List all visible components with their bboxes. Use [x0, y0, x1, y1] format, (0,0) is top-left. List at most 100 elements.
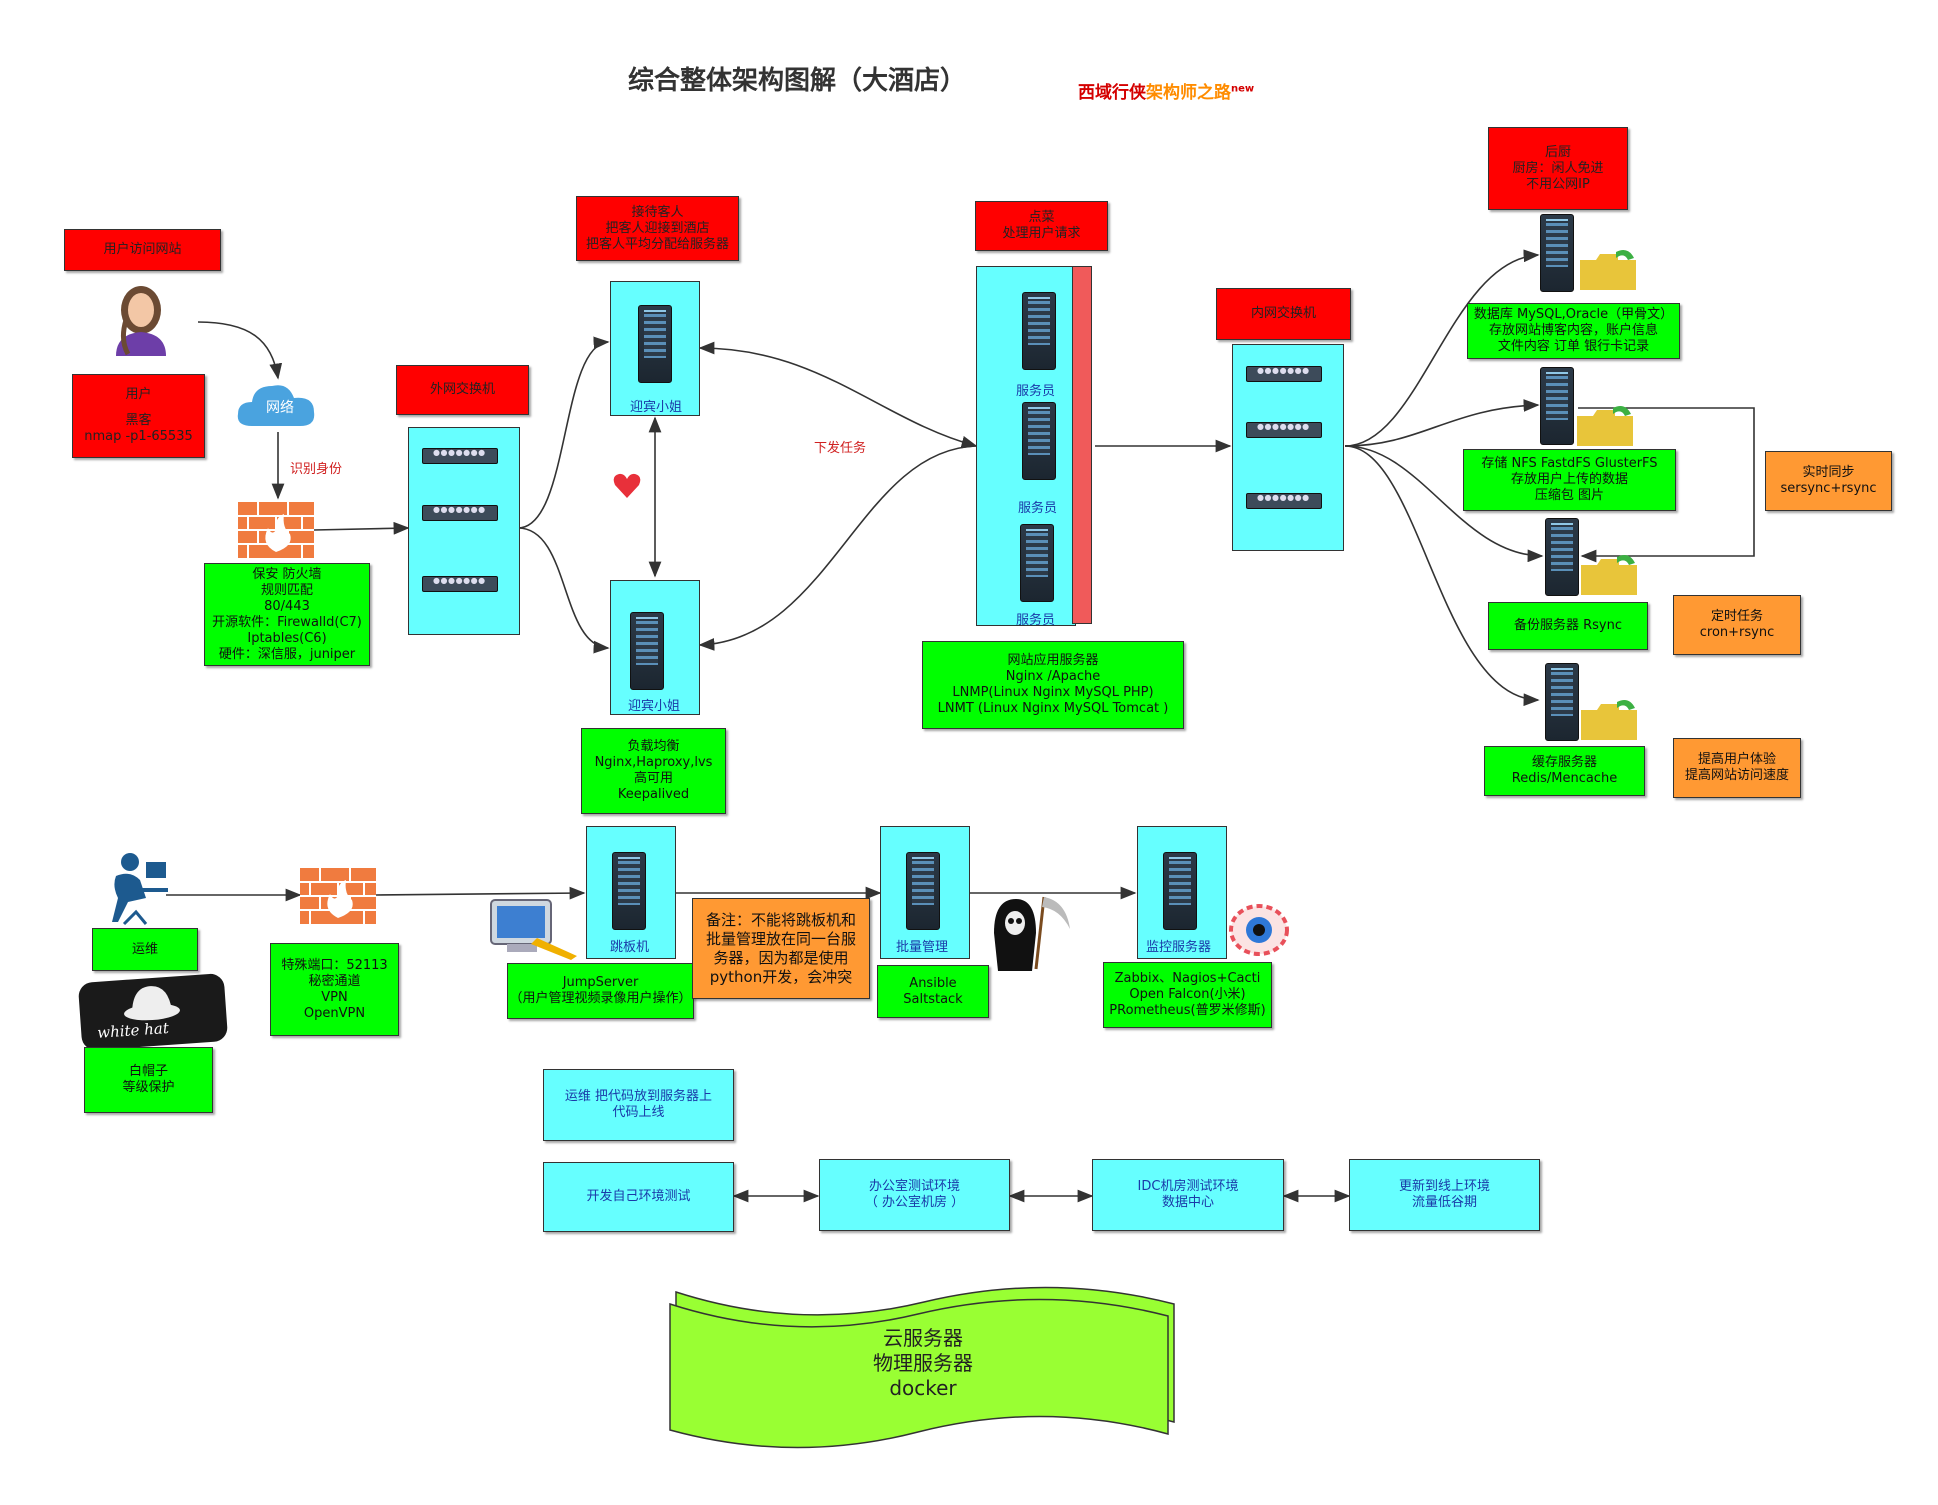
- web-line-1: 网站应用服务器: [1007, 653, 1099, 668]
- int-switch-label-box: 内网交换机: [1216, 288, 1351, 340]
- lb-line-4: Keepalived: [617, 787, 690, 802]
- firewall-icon: [300, 868, 376, 924]
- brand-part1: 西域行侠: [1078, 83, 1146, 103]
- int-switch-text: 内网交换机: [1250, 306, 1316, 321]
- speed-box: 提高用户体验 提高网站访问速度: [1673, 738, 1801, 798]
- jump-line-2: （用户管理视频录像用户操作）: [509, 991, 692, 1006]
- waiter-label-3: 服务员: [1016, 613, 1056, 628]
- reception-line-3: 把客人平均分配给服务器: [585, 236, 729, 252]
- fw-line-1: 保安 防火墙: [252, 566, 322, 582]
- whitehat-text: white hat: [96, 1018, 170, 1042]
- user-visit-text: 用户访问网站: [103, 242, 182, 257]
- whitehat-line-2: 等级保护: [122, 1080, 175, 1095]
- cache-line-1: 缓存服务器: [1531, 755, 1597, 770]
- dispatch-label: 下发任务: [814, 441, 867, 456]
- user-line-3: 黑客: [125, 413, 152, 428]
- deploy-line-1: 运维 把代码放到服务器上: [564, 1089, 713, 1104]
- web-box: 网站应用服务器 Nginx /Apache LNMP(Linux Nginx M…: [922, 641, 1184, 729]
- env-prod-line-1: 更新到线上环境: [1398, 1179, 1490, 1194]
- env-idc-box: IDC机房测试环境 数据中心: [1092, 1159, 1284, 1231]
- server-icon: [1545, 518, 1579, 596]
- vpn-line-1: 特殊端口：52113: [281, 957, 388, 973]
- brand-sup: new: [1231, 83, 1255, 95]
- cache-line-2: Redis/Mencache: [1511, 771, 1618, 786]
- note-line-1: 备注：不能将跳板机和: [705, 910, 856, 929]
- greeter-top-label: 迎宾小姐: [630, 400, 683, 415]
- server-icon: [1540, 214, 1574, 292]
- ext-switch-label-box: 外网交换机: [396, 365, 529, 415]
- cloud-banner-shape: [669, 1286, 1175, 1449]
- realtime-line-1: 实时同步: [1802, 465, 1855, 480]
- user-line-4: nmap -p1-65535: [84, 429, 193, 444]
- server-icon: [1020, 524, 1054, 602]
- order-line-2: 处理用户请求: [1002, 226, 1081, 241]
- note-box: 备注：不能将跳板机和 批量管理放在同一台服 务器，因为都是使用 python开发…: [692, 898, 870, 999]
- switch-icon: [422, 448, 498, 464]
- whitehat-box: 白帽子 等级保护: [84, 1047, 213, 1113]
- realtime-box: 实时同步 sersync+rsync: [1765, 451, 1892, 511]
- db-line-3: 文件内容 订单 银行卡记录: [1497, 339, 1650, 354]
- order-line-1: 点菜: [1028, 210, 1055, 225]
- whitehat-logo: white hat: [77, 972, 229, 1052]
- server-icon: [1022, 292, 1056, 370]
- server-icon: [630, 612, 664, 690]
- env-dev-text: 开发自己环境测试: [586, 1189, 691, 1204]
- cloud-line-1: 云服务器: [883, 1326, 963, 1350]
- ops-text: 运维: [131, 941, 158, 957]
- firewall-box: 保安 防火墙 规则匹配 80/443 开源软件：Firewalld(C7) Ip…: [204, 563, 370, 666]
- jump-line-1: JumpServer: [562, 975, 639, 990]
- fw-line-4: 开源软件：Firewalld(C7): [212, 614, 362, 630]
- env-office-line-1: 办公室测试环境: [868, 1179, 960, 1194]
- firewall-icon: [238, 502, 314, 558]
- cache-box: 缓存服务器 Redis/Mencache: [1484, 746, 1645, 796]
- network-label: 网络: [266, 400, 294, 416]
- reception-line-1: 接待客人: [631, 204, 684, 220]
- monitor-line-3: PRometheus(普罗米修斯): [1109, 1003, 1266, 1018]
- server-icon: [638, 305, 672, 383]
- waiter-panel-bar: [1072, 266, 1092, 624]
- fw-line-6: 硬件：深信服，juniper: [218, 646, 356, 662]
- web-line-3: LNMP(Linux Nginx MySQL PHP): [952, 685, 1154, 700]
- greeter-bottom-label: 迎宾小姐: [628, 699, 681, 714]
- reaper-icon: [994, 896, 1070, 971]
- cron-line-1: 定时任务: [1710, 609, 1763, 624]
- switch-icon: [1246, 422, 1322, 438]
- speed-line-1: 提高用户体验: [1697, 752, 1776, 767]
- db-line-2: 存放网站博客内容，账户信息: [1488, 323, 1658, 338]
- env-idc-line-1: IDC机房测试环境: [1137, 1179, 1239, 1194]
- switch-icon: [1246, 366, 1322, 382]
- switch-icon: [422, 505, 498, 521]
- note-line-3: 务器，因为都是使用: [713, 948, 849, 967]
- server-icon: [612, 852, 646, 930]
- heart-icon: [613, 473, 641, 498]
- batch-box: Ansible Saltstack: [877, 965, 989, 1018]
- kitchen-box: 后厨 厨房：闲人免进 不用公网IP: [1488, 127, 1628, 210]
- env-prod-box: 更新到线上环境 流量低谷期: [1349, 1159, 1540, 1231]
- jump-label: 跳板机: [610, 940, 650, 955]
- identify-label: 识别身份: [290, 462, 343, 477]
- fw-line-5: Iptables(C6): [247, 630, 327, 646]
- lb-box: 负载均衡 Nginx,Haproxy,lvs 高可用 Keepalived: [581, 728, 726, 814]
- folder-icon: [1581, 555, 1637, 595]
- server-icon: [1545, 663, 1579, 741]
- fw-line-2: 规则匹配: [260, 582, 313, 598]
- env-idc-line-2: 数据中心: [1161, 1195, 1214, 1210]
- page-title: 综合整体架构图解（大酒店）: [628, 66, 967, 96]
- folder-icon: [1580, 250, 1636, 290]
- brand-logo: 西域行侠架构师之路new: [1078, 78, 1254, 103]
- kitchen-line-1: 后厨: [1544, 144, 1571, 160]
- fw-line-3: 80/443: [264, 598, 310, 614]
- cloud-icon: [237, 385, 315, 426]
- folder-icon: [1577, 406, 1633, 446]
- server-icon: [1022, 402, 1056, 480]
- storage-line-2: 存放用户上传的数据: [1510, 472, 1628, 487]
- web-line-4: LNMT (Linux Nginx MySQL Tomcat ): [937, 701, 1169, 716]
- env-office-line-2: （ 办公室机房 ）: [864, 1195, 965, 1210]
- jump-panel: [586, 826, 676, 959]
- order-box: 点菜 处理用户请求: [975, 201, 1108, 251]
- env-office-box: 办公室测试环境 （ 办公室机房 ）: [819, 1159, 1010, 1231]
- ext-switch-text: 外网交换机: [429, 382, 495, 397]
- monitor-line-1: Zabbix、Nagios+Cacti: [1114, 971, 1261, 986]
- waiter-label-2: 服务员: [1018, 501, 1058, 516]
